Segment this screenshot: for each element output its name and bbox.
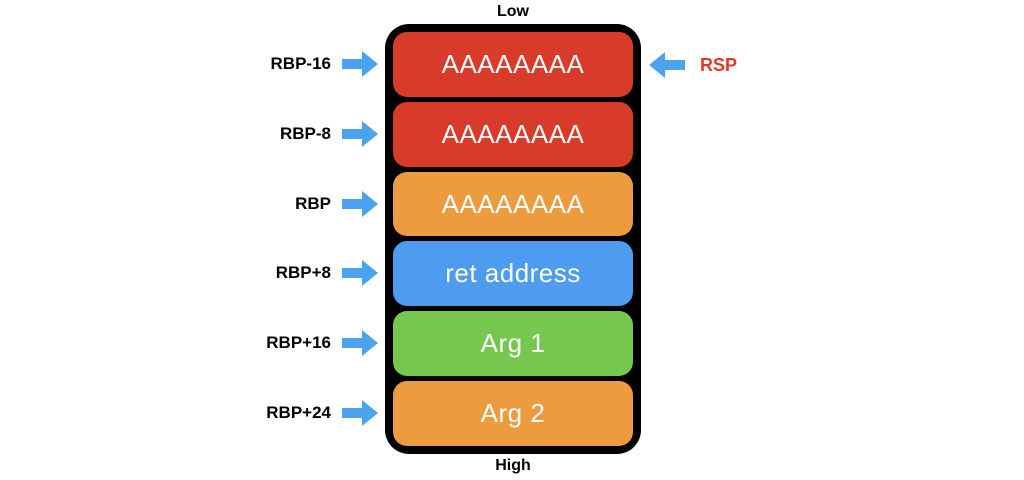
right-arrow-icon <box>342 260 378 286</box>
pointer-row-rbp-plus-8: RBP+8 <box>180 258 378 288</box>
low-address-label: Low <box>497 3 529 20</box>
stack-slot-rbp-minus-8: AAAAAAAA <box>393 101 633 167</box>
left-arrow-icon <box>649 52 685 78</box>
offset-label: RBP-8 <box>279 124 331 143</box>
pointer-row-rbp-minus-16: RBP-16 <box>180 49 378 79</box>
offset-label: RBP-16 <box>270 54 331 73</box>
offset-label: RBP+16 <box>266 333 331 352</box>
offset-label: RBP+24 <box>266 403 331 422</box>
high-address-label: High <box>495 457 531 474</box>
pointer-row-rbp-minus-8: RBP-8 <box>180 119 378 149</box>
right-arrow-icon <box>342 191 378 217</box>
right-arrow-icon <box>342 400 378 426</box>
offset-label: RBP <box>295 194 331 213</box>
stack-slot-rbp: AAAAAAAA <box>393 171 633 237</box>
pointer-row-rbp-plus-24: RBP+24 <box>180 398 378 428</box>
stack-slot-rbp-minus-16: AAAAAAAA <box>393 32 633 97</box>
rsp-register-label: RSP <box>700 54 738 75</box>
rsp-pointer: RSP <box>649 50 737 80</box>
stack-frame-container: AAAAAAAA AAAAAAAA AAAAAAAA ret address A… <box>385 24 641 454</box>
right-arrow-icon <box>342 51 378 77</box>
stack-slot-ret-address: ret address <box>393 241 633 307</box>
offset-label: RBP+8 <box>275 263 331 282</box>
right-arrow-icon <box>342 121 378 147</box>
pointer-row-rbp: RBP <box>180 189 378 219</box>
right-arrow-icon <box>342 330 378 356</box>
stack-slot-arg-2: Arg 2 <box>393 381 633 446</box>
pointer-row-rbp-plus-16: RBP+16 <box>180 328 378 358</box>
stack-slot-arg-1: Arg 1 <box>393 311 633 377</box>
